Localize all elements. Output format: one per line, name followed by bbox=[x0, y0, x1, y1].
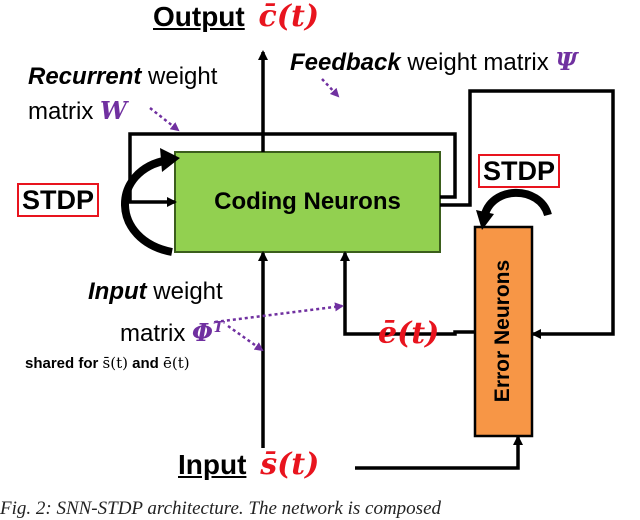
shared-prefix: shared for bbox=[25, 355, 103, 372]
input-weight-pointer-1 bbox=[214, 302, 344, 324]
input-to-error-arrow bbox=[355, 435, 523, 470]
shared-mid: and bbox=[127, 355, 163, 372]
input-label: Input s̄(t) bbox=[178, 447, 319, 483]
input-weight-label: Input weight bbox=[88, 277, 223, 307]
input-variable: Φ bbox=[192, 318, 213, 347]
input-variable-superscript: T bbox=[212, 318, 225, 336]
recurrent-weight-word: weight bbox=[141, 63, 218, 90]
output-label: Output c̄(t) bbox=[153, 0, 319, 34]
stdp-right-arrowhead bbox=[476, 210, 494, 230]
shared-s-var: s̄(t) bbox=[102, 354, 128, 372]
recurrent-matrix-label: matrix W bbox=[28, 96, 127, 127]
feedback-variable: Ψ bbox=[555, 47, 578, 76]
stdp-left-arrowhead bbox=[160, 148, 180, 172]
input-word: Input bbox=[88, 278, 147, 305]
input-matrix-label: matrix ΦT bbox=[120, 312, 224, 349]
input-weight-word: weight bbox=[146, 278, 223, 305]
input-text: Input bbox=[178, 449, 247, 480]
input-variable-signal: s̄(t) bbox=[260, 447, 320, 482]
stdp-left-curve bbox=[121, 156, 173, 256]
recurrent-matrix-word: matrix bbox=[28, 98, 94, 125]
output-variable: c̄(t) bbox=[258, 0, 320, 34]
recurrent-variable: W bbox=[100, 96, 127, 125]
feedback-line bbox=[440, 89, 615, 339]
stdp-right-curve bbox=[480, 188, 552, 220]
recurrent-word: Recurrent bbox=[28, 63, 142, 90]
input-weight-pointer-2 bbox=[227, 324, 264, 352]
feedback-pointer bbox=[321, 78, 340, 98]
stdp-left-label: STDP bbox=[17, 183, 100, 217]
shared-note: shared for s̄(t) and ē(t) bbox=[25, 353, 190, 374]
feedback-weight-label: Feedback weight matrix Ψ bbox=[290, 47, 577, 78]
shared-e-var: ē(t) bbox=[162, 354, 190, 372]
input-matrix-word: matrix bbox=[120, 320, 186, 347]
coding-neurons-box bbox=[174, 151, 441, 253]
recurrent-weight-label: Recurrent weight bbox=[28, 62, 217, 92]
figure-caption: Fig. 2: SNN-STDP architecture. The netwo… bbox=[0, 498, 441, 519]
error-to-coding-arrow bbox=[340, 251, 475, 336]
error-neurons-box bbox=[473, 225, 534, 438]
output-text: Output bbox=[153, 1, 245, 32]
feedback-rest: weight matrix bbox=[400, 49, 549, 76]
coding-neurons-label: Coding Neurons bbox=[214, 188, 401, 215]
feedback-word: Feedback bbox=[290, 49, 401, 76]
recurrent-loop bbox=[128, 132, 457, 207]
error-neurons-label: Error Neurons bbox=[491, 259, 514, 403]
error-signal-label: ē(t) bbox=[378, 316, 440, 351]
recurrent-pointer bbox=[149, 107, 180, 132]
stdp-right-label: STDP bbox=[478, 154, 561, 188]
